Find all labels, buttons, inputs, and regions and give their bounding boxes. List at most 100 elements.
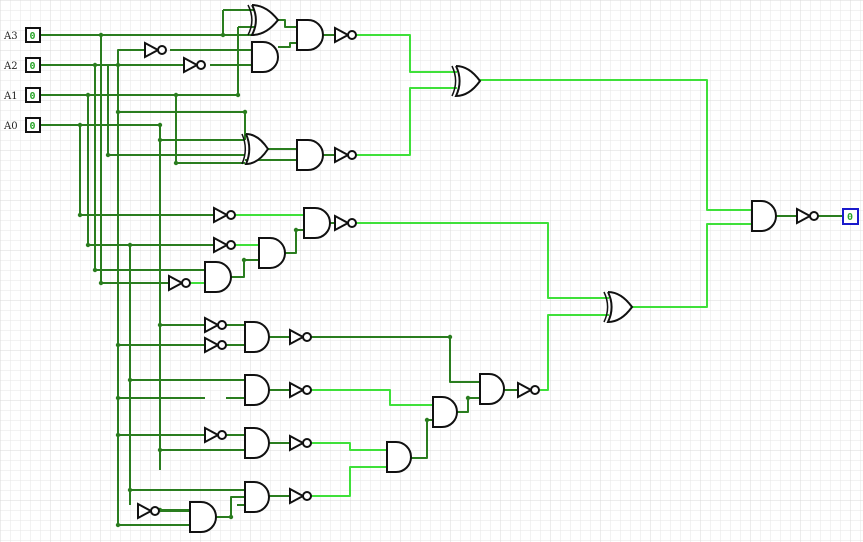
wire-junction bbox=[447, 334, 453, 340]
not-gate-bubble bbox=[302, 332, 312, 342]
not-gate[interactable] bbox=[204, 336, 221, 354]
wire-junction bbox=[465, 395, 471, 401]
not-gate[interactable] bbox=[183, 56, 200, 74]
not-gate-bubble bbox=[217, 340, 227, 350]
input-pin-a3[interactable]: A3 0 bbox=[3, 27, 41, 43]
and-gate[interactable] bbox=[479, 373, 505, 405]
and-gate[interactable] bbox=[189, 501, 217, 533]
or-gate-back-curve bbox=[603, 291, 609, 323]
wire-junction bbox=[77, 212, 83, 218]
wire-junction bbox=[241, 257, 247, 263]
wire[interactable] bbox=[539, 314, 609, 391]
not-gate[interactable] bbox=[334, 214, 351, 232]
or-gate[interactable] bbox=[606, 291, 634, 324]
not-gate-bubble bbox=[181, 278, 191, 288]
wire-junction bbox=[127, 377, 133, 383]
wire[interactable] bbox=[231, 260, 245, 278]
and-gate[interactable] bbox=[432, 396, 458, 428]
wire-junction bbox=[115, 395, 121, 401]
not-gate[interactable] bbox=[144, 41, 161, 59]
input-label-a0: A0 bbox=[3, 121, 18, 132]
and-gate[interactable] bbox=[303, 207, 331, 239]
and-gate[interactable] bbox=[251, 41, 279, 73]
not-gate-bubble bbox=[809, 211, 819, 221]
and-gate[interactable] bbox=[296, 139, 324, 171]
wires-layer bbox=[40, 9, 843, 528]
wire[interactable] bbox=[356, 34, 457, 73]
or-gate[interactable] bbox=[454, 65, 482, 98]
wire[interactable] bbox=[480, 79, 752, 211]
wire-junction bbox=[98, 32, 104, 38]
wire-junction bbox=[105, 152, 111, 158]
wire-junction bbox=[127, 487, 133, 493]
and-gate[interactable] bbox=[204, 261, 232, 293]
not-gate[interactable] bbox=[204, 426, 221, 444]
pins-layer: A3 0 A2 0 A1 0 A0 0 0 bbox=[3, 27, 859, 225]
wire-junction bbox=[157, 137, 163, 143]
not-gate[interactable] bbox=[204, 316, 221, 334]
not-gate[interactable] bbox=[334, 26, 351, 44]
wire[interactable] bbox=[356, 87, 457, 156]
or-gate[interactable] bbox=[244, 133, 270, 166]
wire[interactable] bbox=[632, 223, 752, 308]
not-gate-bubble bbox=[196, 60, 206, 70]
wire-junction bbox=[157, 447, 163, 453]
not-gate[interactable] bbox=[289, 434, 306, 452]
wire[interactable] bbox=[311, 466, 387, 497]
and-gate[interactable] bbox=[244, 427, 270, 459]
and-gate[interactable] bbox=[244, 481, 270, 513]
not-gate-bubble bbox=[226, 210, 236, 220]
not-gate[interactable] bbox=[168, 274, 185, 292]
wire[interactable] bbox=[311, 389, 433, 406]
and-gate[interactable] bbox=[751, 200, 777, 232]
wire-junction bbox=[157, 322, 163, 328]
wire[interactable] bbox=[311, 442, 387, 451]
gates-layer bbox=[137, 4, 819, 533]
input-pin-a1[interactable]: A1 0 bbox=[3, 87, 41, 103]
not-gate[interactable] bbox=[289, 487, 306, 505]
wire-junction bbox=[127, 242, 133, 248]
not-gate[interactable] bbox=[289, 381, 306, 399]
wire[interactable] bbox=[216, 496, 245, 518]
not-gate[interactable] bbox=[137, 502, 154, 520]
wire-junction bbox=[115, 432, 121, 438]
not-gate[interactable] bbox=[334, 146, 351, 164]
not-gate[interactable] bbox=[796, 207, 813, 225]
wire-junction bbox=[242, 109, 248, 115]
input-pin-a2[interactable]: A2 0 bbox=[3, 57, 41, 73]
input-pin-a0[interactable]: A0 0 bbox=[3, 117, 41, 133]
input-value-a2: 0 bbox=[30, 61, 36, 72]
and-gate[interactable] bbox=[386, 441, 412, 473]
or-gate[interactable] bbox=[250, 4, 280, 37]
and-gate[interactable] bbox=[244, 321, 270, 353]
wire-junction bbox=[424, 417, 430, 423]
output-pin[interactable]: 0 bbox=[842, 208, 859, 225]
wire-junction bbox=[293, 227, 299, 233]
wire-junction bbox=[92, 267, 98, 273]
not-gate[interactable] bbox=[213, 236, 230, 254]
wire-junction bbox=[220, 32, 226, 38]
not-gate-bubble bbox=[302, 385, 312, 395]
not-gate[interactable] bbox=[517, 381, 534, 399]
wire-junction bbox=[173, 160, 179, 166]
and-gate[interactable] bbox=[258, 237, 286, 269]
wire-junction bbox=[235, 92, 241, 98]
or-gate-back-curve bbox=[451, 65, 457, 97]
input-label-a1: A1 bbox=[3, 91, 18, 102]
wire-junction bbox=[115, 109, 121, 115]
wire[interactable] bbox=[457, 397, 480, 413]
not-gate[interactable] bbox=[213, 206, 230, 224]
wire[interactable] bbox=[311, 336, 480, 383]
and-gate[interactable] bbox=[244, 374, 270, 406]
wire[interactable] bbox=[278, 19, 297, 28]
wire[interactable] bbox=[278, 42, 297, 48]
not-gate[interactable] bbox=[289, 328, 306, 346]
wire-junction bbox=[115, 522, 121, 528]
wire[interactable] bbox=[285, 230, 297, 254]
and-gate[interactable] bbox=[296, 19, 324, 51]
wire[interactable] bbox=[411, 419, 433, 459]
input-value-a3: 0 bbox=[30, 31, 36, 42]
not-gate-bubble bbox=[217, 320, 227, 330]
wire[interactable] bbox=[356, 222, 609, 299]
